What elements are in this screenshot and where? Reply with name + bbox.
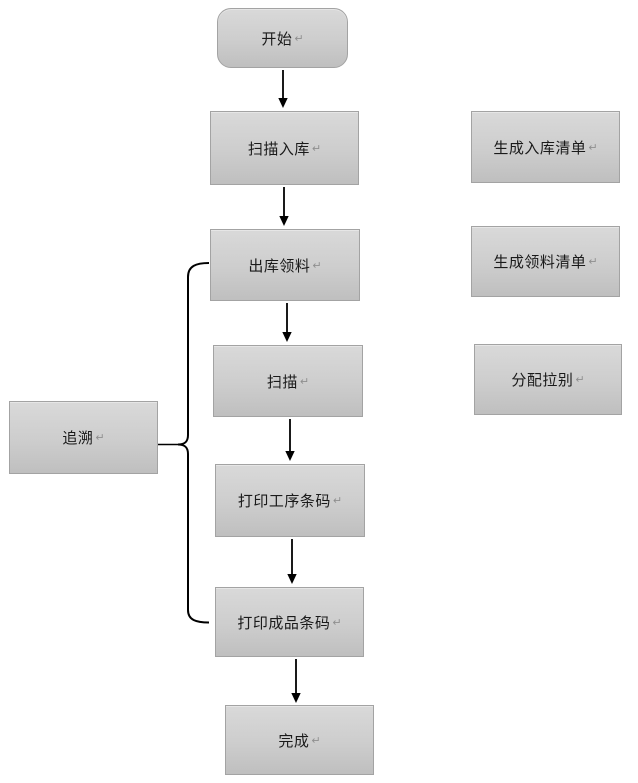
arrow-outbound-picking-to-scan — [282, 303, 292, 342]
return-mark-icon: ↵ — [95, 432, 105, 444]
flow-node-outbound-picking[interactable]: 出库领料↵ — [210, 229, 360, 301]
trace-node[interactable]: 追溯↵ — [9, 401, 158, 474]
flow-node-print-process-barcode[interactable]: 打印工序条码↵ — [215, 464, 365, 537]
flow-node-scan[interactable]: 扫描↵ — [213, 345, 363, 417]
arrow-print-product-to-finish — [291, 659, 301, 703]
flow-node-finish-label: 完成 — [278, 732, 310, 750]
side-node-generate-picking-list[interactable]: 生成领料清单↵ — [471, 226, 620, 297]
arrow-scan-inbound-to-outbound-picking — [279, 187, 289, 226]
side-node-assign-line[interactable]: 分配拉别↵ — [474, 344, 622, 415]
return-mark-icon: ↵ — [332, 495, 343, 507]
return-mark-icon: ↵ — [332, 616, 342, 629]
return-mark-icon: ↵ — [575, 374, 585, 386]
return-mark-icon: ↵ — [294, 32, 304, 45]
return-mark-icon: ↵ — [588, 256, 598, 268]
arrow-start-to-scan-inbound — [278, 70, 288, 108]
return-mark-icon: ↵ — [311, 142, 322, 155]
side-node-generate-inbound-list[interactable]: 生成入库清单↵ — [471, 111, 620, 183]
return-mark-icon: ↵ — [311, 734, 321, 747]
flow-node-start-label: 开始 — [261, 30, 293, 48]
flow-node-scan-label: 扫描 — [266, 373, 298, 391]
arrow-print-process-to-print-product — [287, 539, 297, 584]
arrow-scan-to-print-process-barcode — [285, 419, 295, 461]
return-mark-icon: ↵ — [299, 375, 310, 388]
flow-node-print-process-barcode-label: 打印工序条码 — [237, 493, 331, 510]
side-node-assign-line-label: 分配拉别 — [511, 372, 574, 389]
side-node-generate-picking-list-label: 生成领料清单 — [493, 254, 587, 271]
flow-node-finish[interactable]: 完成↵ — [225, 705, 374, 775]
return-mark-icon: ↵ — [588, 141, 598, 154]
flow-node-scan-inbound[interactable]: 扫描入库↵ — [210, 111, 359, 185]
flow-node-print-product-barcode[interactable]: 打印成品条码↵ — [215, 587, 364, 657]
flow-node-start[interactable]: 开始↵ — [217, 8, 348, 68]
flow-node-print-product-barcode-label: 打印成品条码 — [237, 614, 331, 632]
trace-brace — [157, 262, 210, 624]
trace-node-label: 追溯 — [62, 430, 94, 447]
flow-node-scan-inbound-label: 扫描入库 — [247, 140, 310, 158]
side-node-generate-inbound-list-label: 生成入库清单 — [493, 139, 587, 157]
flow-node-outbound-picking-label: 出库领料 — [248, 257, 311, 275]
return-mark-icon: ↵ — [312, 259, 322, 272]
